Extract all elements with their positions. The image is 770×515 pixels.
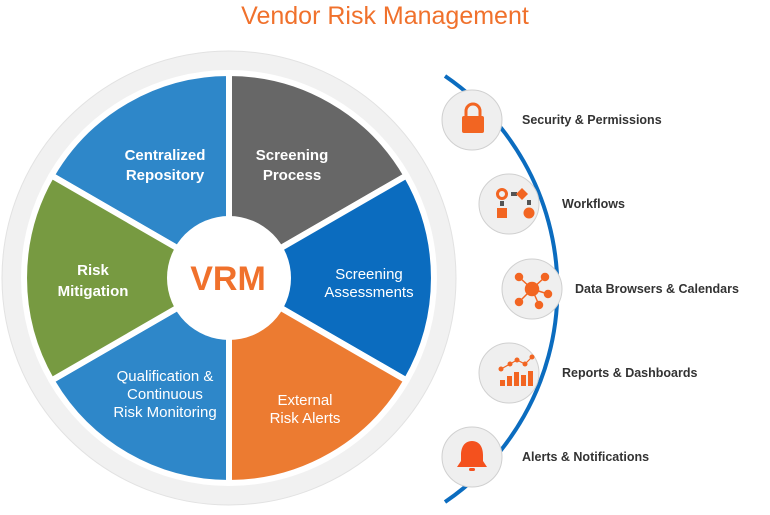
segment-label: Process: [263, 167, 321, 184]
feature-data-browsers-calendars: Data Browsers & Calendars: [575, 282, 739, 296]
center-label: VRM: [190, 260, 266, 298]
segment-label: Risk Monitoring: [113, 404, 216, 421]
lock-icon: [462, 102, 484, 133]
segment-qualification-monitoring: [48, 275, 232, 486]
segment-label: External: [277, 392, 332, 409]
network-icon: [514, 272, 553, 310]
bell-icon: [457, 441, 487, 471]
segment-label: Qualification &: [117, 368, 214, 385]
segment-label: Risk Alerts: [270, 410, 341, 427]
segment-label: Repository: [126, 167, 205, 184]
page-title: Vendor Risk Management: [241, 2, 529, 30]
workflow-icon: [496, 188, 535, 219]
segment-label: Mitigation: [58, 283, 129, 300]
segment-centralized-repository: [48, 70, 232, 281]
segment-label: Centralized: [125, 147, 206, 164]
feature-circle: [478, 342, 540, 404]
segment-label: Screening: [335, 266, 403, 283]
segment-label: Assessments: [324, 284, 413, 301]
feature-reports-dashboards: Reports & Dashboards: [562, 366, 698, 380]
segment-label: Continuous: [127, 386, 203, 403]
feature-security-permissions: Security & Permissions: [522, 113, 662, 127]
segment-label: Risk: [77, 262, 109, 279]
segment-screening-assessments: [226, 172, 437, 384]
segment-label: Screening: [256, 147, 329, 164]
feature-workflows: Workflows: [562, 197, 625, 211]
feature-alerts-notifications: Alerts & Notifications: [522, 450, 650, 464]
segment-external-risk-alerts: [226, 275, 410, 486]
chart-icon: [498, 354, 535, 386]
wheel-center: [167, 216, 291, 340]
segment-screening-process: [226, 70, 410, 281]
feature-circle: [478, 173, 540, 235]
segment-risk-mitigation: [21, 172, 232, 384]
